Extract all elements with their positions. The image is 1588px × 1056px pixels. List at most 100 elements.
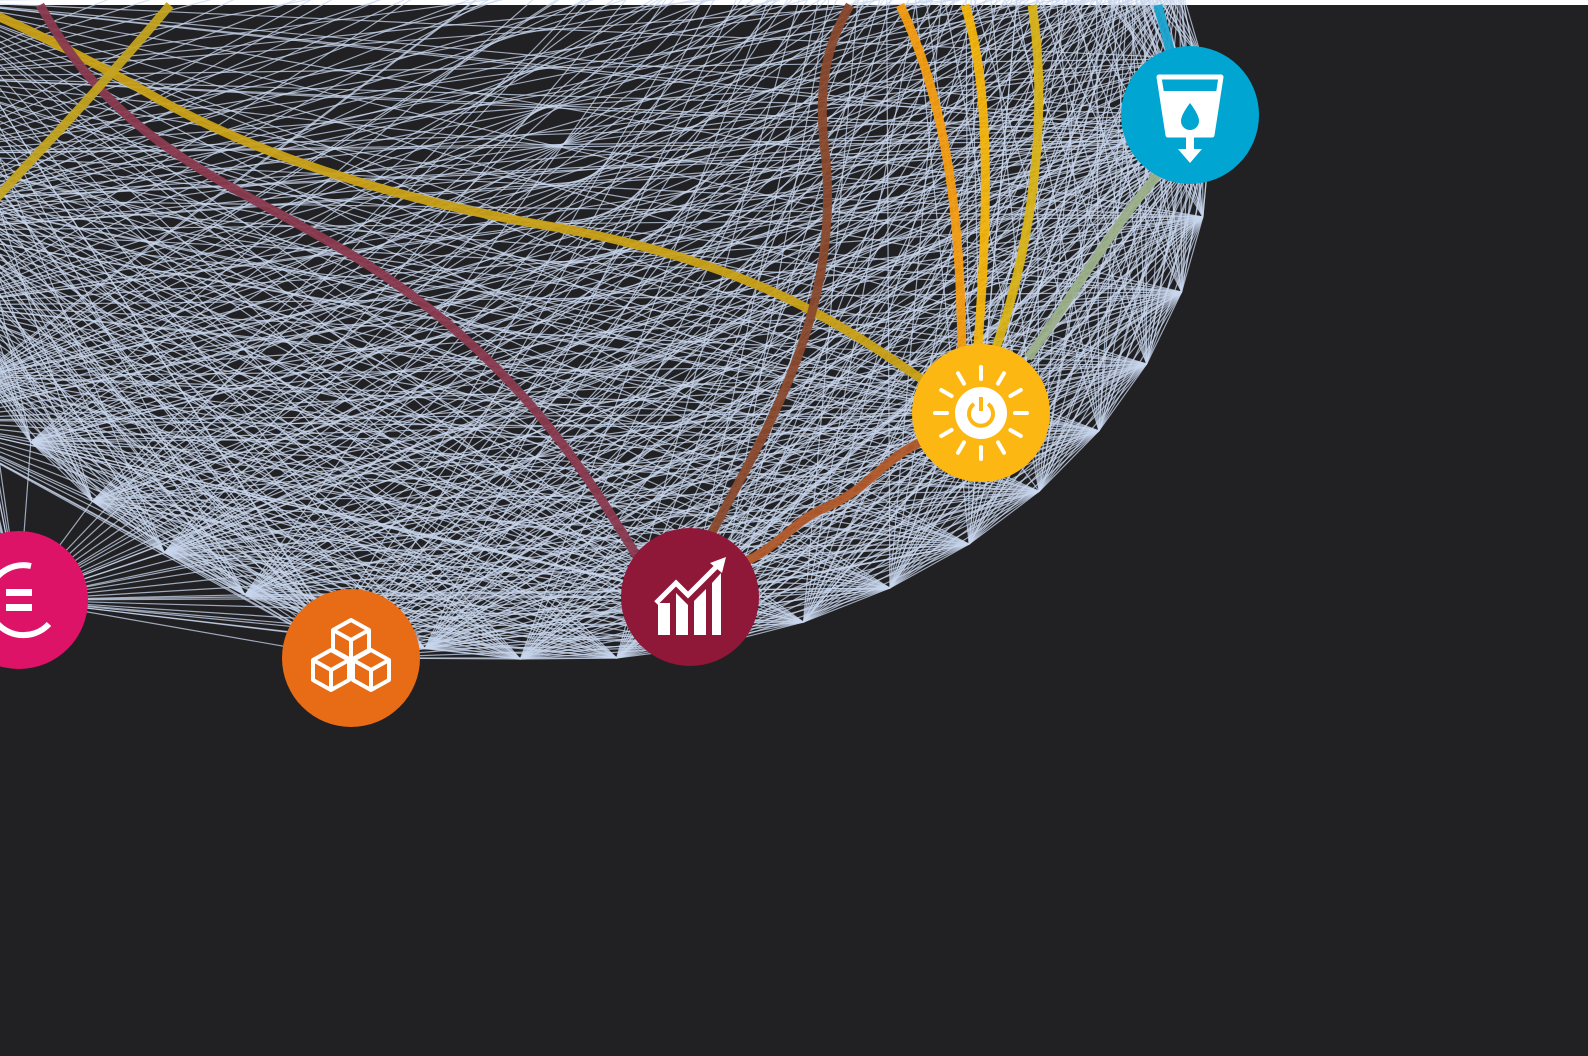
mesh-line: [689, 58, 1203, 598]
mesh-line: [0, 58, 1203, 399]
mesh-line: [331, 0, 777, 628]
mesh-line: [889, 135, 1211, 589]
mesh-line: [424, 114, 1191, 650]
mesh-line: [332, 0, 1046, 628]
mesh-line: [163, 0, 894, 553]
mesh-line: [18, 0, 877, 601]
mesh-line: [0, 0, 934, 388]
sun-ray: [956, 440, 966, 455]
mesh-line: [18, 0, 769, 601]
link-growth-top-left: [36, 2, 642, 561]
mesh-line: [0, 0, 781, 382]
mesh-line: [1146, 291, 1183, 365]
mesh-line: [0, 400, 32, 443]
mesh-line: [0, 0, 654, 367]
mesh-line: [164, 134, 1211, 554]
mesh-line: [0, 139, 1211, 299]
mesh-line: [1098, 363, 1148, 432]
sun-ray: [996, 371, 1006, 386]
link-left-top: [0, 2, 174, 202]
mesh-line: [424, 0, 1163, 650]
mesh-line: [0, 173, 1100, 432]
mesh-line: [0, 134, 1211, 299]
mesh-line: [244, 0, 1156, 596]
mesh-line: [689, 0, 819, 598]
node-affordable-clean-energy[interactable]: [912, 344, 1050, 482]
mesh-line: [1158, 0, 1203, 60]
mesh-line: [0, 462, 246, 596]
mesh-line: [18, 0, 1151, 601]
mesh-line: [0, 437, 691, 598]
mesh-line: [803, 587, 891, 623]
mesh-line: [0, 313, 1040, 492]
mesh-line: [0, 435, 31, 443]
node-reduced-inequalities[interactable]: [0, 531, 88, 669]
mesh-line: [0, 0, 995, 290]
mesh-line: [92, 412, 982, 502]
node-responsible-consumption[interactable]: [282, 589, 420, 727]
mesh-line: [0, 0, 779, 187]
mesh-line: [0, 412, 982, 421]
mesh-line: [1121, 0, 1191, 116]
mesh-line: [0, 259, 891, 589]
node-decent-work-economic-growth[interactable]: [621, 528, 759, 666]
sun-ray: [939, 428, 954, 438]
mesh-line: [0, 52, 691, 598]
mesh-line: [0, 208, 713, 647]
mesh-line: [0, 114, 1191, 224]
mesh-line: [0, 189, 352, 659]
mesh-line: [0, 462, 165, 554]
mesh-line: [0, 286, 521, 660]
mesh-line: [1098, 135, 1211, 432]
mesh-line: [0, 389, 352, 659]
mesh-line: [519, 0, 1096, 660]
mesh-line: [0, 101, 1100, 432]
mesh-line: [91, 0, 583, 502]
mesh-line: [0, 58, 1203, 372]
mesh-line: [0, 0, 1027, 391]
cubes-icon: [311, 618, 391, 692]
mesh-line: [0, 171, 426, 649]
mesh-line: [968, 135, 1211, 545]
mesh-line: [0, 107, 1040, 492]
mesh-line: [0, 0, 698, 137]
mesh-line: [0, 0, 381, 174]
mesh-line: [0, 0, 312, 169]
mesh-line: [0, 0, 333, 187]
link-energy-top-2: [960, 3, 990, 346]
mesh-line: [30, 412, 982, 443]
mesh-line: [350, 0, 955, 659]
mesh-line: [350, 114, 1191, 659]
mesh-line: [0, 0, 1144, 1]
node-clean-water-sanitation[interactable]: [1121, 46, 1259, 184]
mesh-line: [18, 114, 1191, 601]
mesh-line: [0, 267, 691, 598]
mesh-line: [1055, 0, 1100, 431]
mesh-line: [0, 58, 1203, 77]
mesh-line: [30, 0, 1141, 443]
mesh-line: [0, 0, 109, 44]
mesh-line: [0, 0, 478, 363]
mesh-line: [350, 0, 868, 659]
mesh-line: [0, 168, 1147, 365]
mesh-line: [803, 543, 970, 623]
highlighted-links: [0, 2, 1175, 567]
mesh-line: [331, 0, 946, 628]
mesh-line: [0, 0, 1022, 370]
mesh-line: [164, 58, 1203, 554]
mesh-line: [424, 134, 1211, 650]
sun-ray: [956, 371, 966, 386]
link-growth-top: [704, 2, 854, 543]
mesh-line: [30, 0, 1041, 443]
mesh-line: [0, 58, 1203, 194]
mesh-line: [711, 0, 1023, 646]
mesh-line: [0, 203, 1182, 293]
mesh-line: [1038, 363, 1148, 492]
mesh-line: [0, 358, 32, 443]
mesh-line: [889, 490, 1040, 589]
mesh-line: [0, 265, 352, 659]
sun-ray: [996, 440, 1006, 455]
mesh-line: [0, 231, 691, 598]
